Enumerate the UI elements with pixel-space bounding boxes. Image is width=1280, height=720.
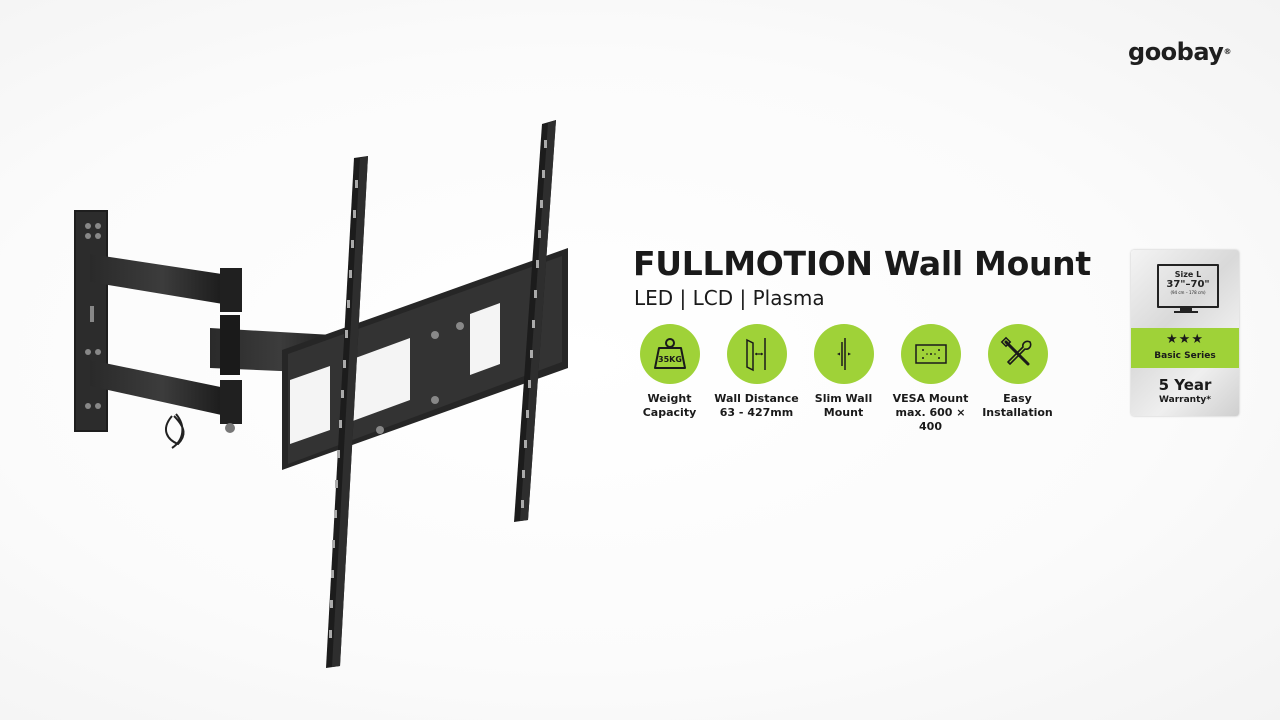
series-name: Basic Series xyxy=(1154,351,1216,361)
feature-slim-wall: Slim Wall Mount xyxy=(800,324,887,434)
logo-bay: bay xyxy=(1176,38,1224,66)
vertical-rail-left xyxy=(326,156,368,668)
tv-stand xyxy=(1180,308,1192,311)
lower-arm xyxy=(90,360,242,433)
feature-wall-distance: Wall Distance 63 - 427mm xyxy=(713,324,800,434)
weight-icon-text: 35KG xyxy=(658,355,682,364)
upper-arm xyxy=(90,254,242,312)
series-band: ★★★ Basic Series xyxy=(1131,328,1239,368)
feature-label: Wall Distance 63 - 427mm xyxy=(714,392,799,419)
warranty-label: Warranty* xyxy=(1159,395,1211,405)
weight-icon: 35KG xyxy=(639,324,700,384)
product-subtitle: LED | LCD | Plasma xyxy=(634,286,825,310)
size-range: 37"–70" xyxy=(1166,279,1210,290)
feature-vesa-mount: VESA Mount max. 600 × 400 xyxy=(887,324,974,434)
size-warranty-badge: Size L 37"–70" (94 cm – 178 cm) ★★★ Basi… xyxy=(1131,250,1239,416)
wall-plate xyxy=(74,210,108,432)
logo-oo: oo xyxy=(1142,38,1177,66)
logo-registered: ® xyxy=(1223,47,1231,56)
star-rating: ★★★ xyxy=(1166,332,1204,347)
size-cm: (94 cm – 178 cm) xyxy=(1170,290,1206,295)
slim-wall-icon xyxy=(813,324,874,384)
tools-icon xyxy=(987,324,1048,384)
product-title: FULLMOTION Wall Mount xyxy=(633,244,1091,283)
feature-label: Easy Installation xyxy=(982,392,1053,419)
tv-base xyxy=(1174,311,1198,313)
vesa-icon xyxy=(900,324,961,384)
tv-size-icon: Size L 37"–70" (94 cm – 178 cm) xyxy=(1157,264,1219,308)
feature-label: Weight Capacity xyxy=(642,392,697,419)
size-label: Size L xyxy=(1174,270,1202,279)
goobay-logo: goobay® xyxy=(1128,38,1231,66)
wall-distance-icon xyxy=(726,324,787,384)
feature-label: Slim Wall Mount xyxy=(814,392,873,419)
warranty-years: 5 Year xyxy=(1158,376,1212,394)
feature-easy-installation: Easy Installation xyxy=(974,324,1061,434)
logo-g: g xyxy=(1128,38,1145,66)
feature-label: VESA Mount max. 600 × 400 xyxy=(892,392,969,433)
wall-mount-image xyxy=(74,120,568,668)
vertical-rail-right xyxy=(514,120,556,522)
feature-list: 35KG Weight Capacity Wall Distance 63 - … xyxy=(626,324,1061,434)
feature-weight-capacity: 35KG Weight Capacity xyxy=(626,324,713,434)
